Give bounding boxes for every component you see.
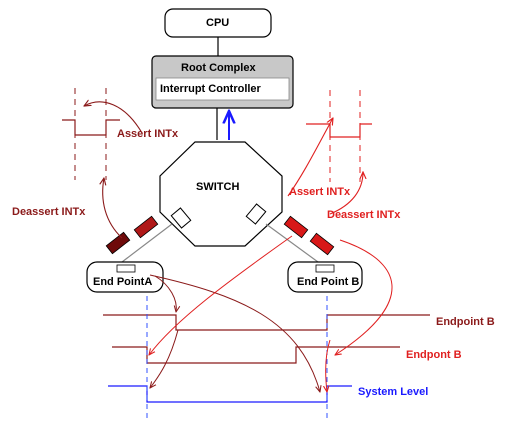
assert-arrow-right: [287, 118, 333, 197]
endpoint-a-assert-arrow: [154, 275, 176, 312]
endpoint-a-intx-waveform: [62, 119, 120, 136]
waveform-system-level: [108, 385, 352, 403]
deassert-intx-right-label: Deassert INTx: [327, 209, 401, 221]
endpoint-b-port: [315, 264, 335, 273]
endpoint-a-label: End PointA: [93, 276, 153, 288]
assert-arrow-left: [84, 102, 143, 134]
link-to-endpoint-a: [121, 223, 173, 263]
switch-octagon: [159, 141, 283, 247]
intx-message-block: [133, 215, 159, 239]
endpoint-b-box: [287, 261, 363, 293]
system-deassert-arrow: [326, 339, 331, 392]
endpoint-b-deassert-arrow: [335, 239, 393, 355]
waveform-endpont-b: [112, 346, 400, 364]
switch-label: SWITCH: [196, 181, 240, 193]
deassert-arrow-left: [103, 178, 123, 239]
interrupt-controller-label: Interrupt Controller: [160, 83, 261, 95]
switch-port-left: [170, 207, 192, 229]
waveform-system-level-label: System Level: [358, 386, 429, 398]
system-assert-arrow: [150, 329, 179, 388]
intx-message-block: [283, 215, 309, 239]
root-complex-label: Root Complex: [181, 62, 256, 74]
assert-intx-left-label: Assert INTx: [117, 128, 179, 140]
deassert-intx-left-label: Deassert INTx: [12, 206, 86, 218]
deassert-arrow-right: [329, 172, 363, 215]
intx-message-block: [309, 232, 335, 256]
endpoint-a-port: [116, 264, 136, 273]
link-to-endpoint-b: [265, 223, 319, 263]
endpoint-a-deassert-arrow: [149, 274, 320, 392]
endpoint-a-box: [86, 261, 164, 293]
interrupt-controller-box: [155, 77, 290, 101]
waveform-endpoint-b-label: Endpoint B: [436, 316, 495, 328]
endpoint-b-assert-arrow: [149, 235, 293, 355]
cpu-label: CPU: [206, 17, 230, 29]
switch-port-right: [245, 203, 267, 225]
waveform-endpont-b-label: Endpont B: [406, 349, 462, 361]
intx-message-block: [105, 231, 131, 255]
endpoint-b-intx-waveform: [306, 123, 372, 138]
endpoint-b-label: End Point B: [297, 276, 360, 288]
assert-intx-right-label: Assert INTx: [289, 186, 351, 198]
waveform-endpoint-b: [103, 314, 430, 331]
